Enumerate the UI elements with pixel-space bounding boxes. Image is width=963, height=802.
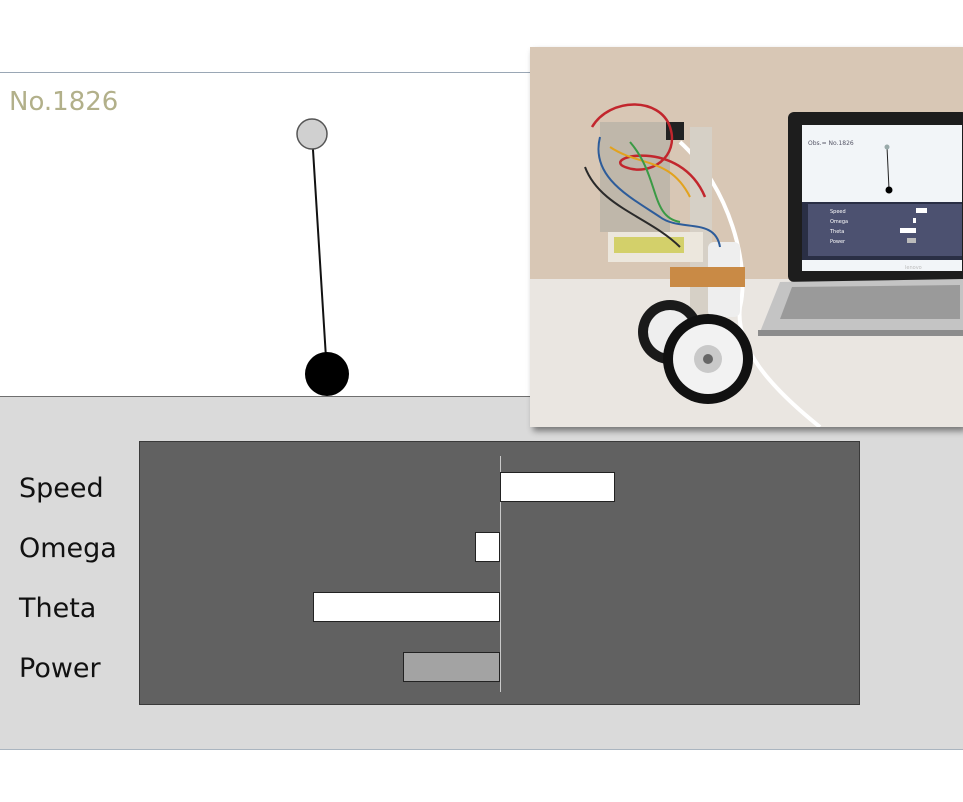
screen-label-power: Power	[830, 239, 846, 245]
gauge-label-omega: Omega	[19, 533, 117, 564]
pendulum-wheel	[305, 352, 349, 396]
pendulum-rod	[311, 133, 328, 375]
laptop: Obs.= No.1826 Speed Omega Theta Power le…	[758, 112, 963, 336]
gauge-area	[139, 441, 860, 705]
gauge-bar-theta	[313, 592, 500, 622]
laptop-brand: lenovo	[905, 265, 922, 271]
gauge-bar-power	[403, 652, 500, 682]
robot	[584, 103, 753, 404]
screen-counter: Obs.= No.1826	[808, 140, 854, 147]
step-counter: No.1826	[9, 87, 119, 117]
gauge-bar-omega	[475, 532, 500, 562]
gauge-label-theta: Theta	[19, 593, 97, 624]
gauge-bar-speed	[500, 472, 615, 502]
robot-photo: Obs.= No.1826 Speed Omega Theta Power le…	[530, 47, 963, 427]
gauge-label-power: Power	[19, 653, 101, 684]
gauge-zero-line	[500, 456, 501, 692]
gauge-label-speed: Speed	[19, 473, 104, 504]
screen-label-speed: Speed	[830, 209, 846, 215]
screen-label-omega: Omega	[830, 219, 848, 225]
pendulum-top-mass	[296, 118, 328, 150]
pendulum-view	[296, 118, 349, 396]
robot-photo-image: Obs.= No.1826 Speed Omega Theta Power le…	[530, 47, 963, 427]
screen-label-theta: Theta	[829, 229, 844, 235]
